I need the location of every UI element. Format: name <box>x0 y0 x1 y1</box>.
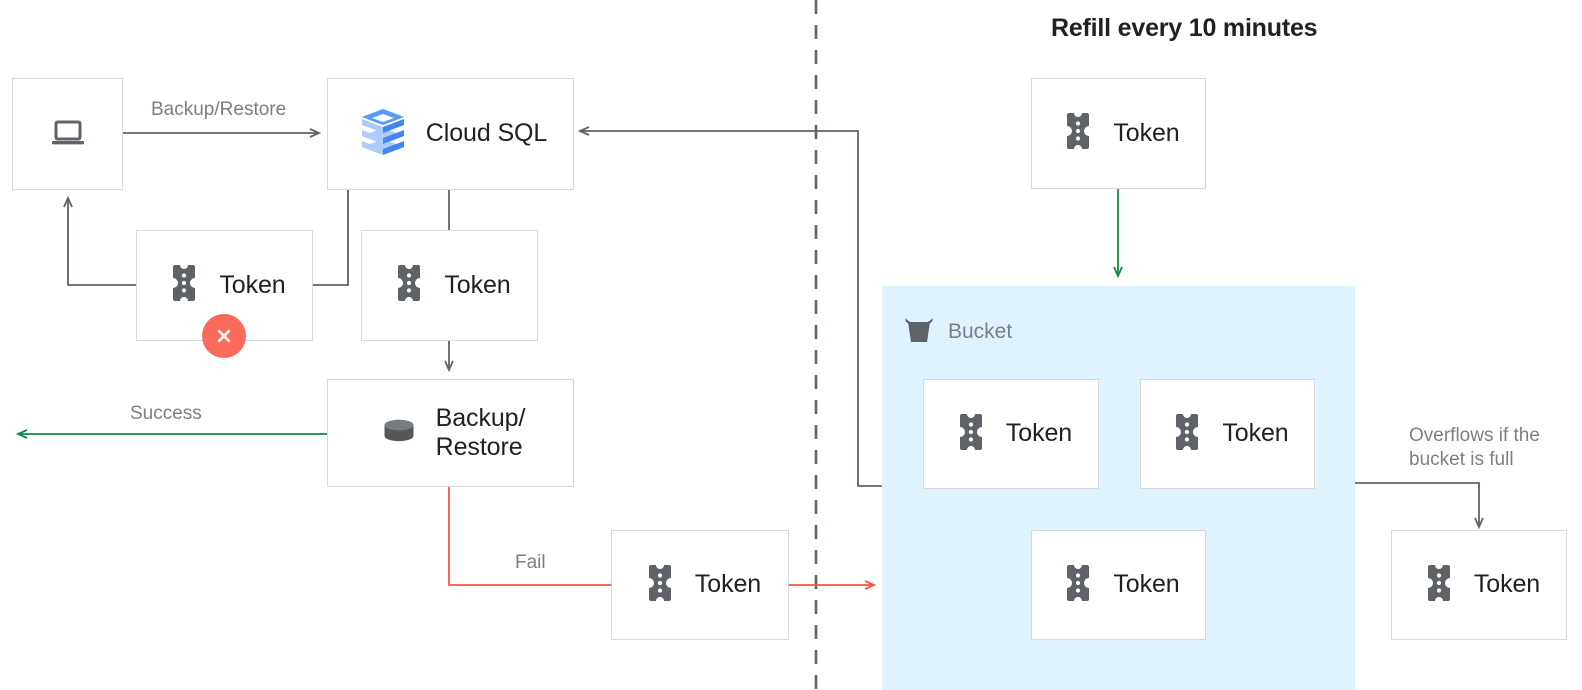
laptop-icon <box>46 110 90 159</box>
node-token-bucket-3[interactable]: Token <box>1031 530 1206 640</box>
node-label-token-refill: Token <box>1113 118 1180 147</box>
token-icon <box>950 411 992 458</box>
token-icon <box>1057 562 1099 609</box>
fail-badge <box>202 314 246 358</box>
node-label-cloud-sql: Cloud SQL <box>425 119 548 148</box>
node-backup-restore[interactable]: Backup/ Restore <box>327 379 574 487</box>
edge-label-fail: Fail <box>515 552 546 573</box>
edge-label-success: Success <box>130 403 202 424</box>
edge-cloudsql-to-token-consumed <box>313 190 349 286</box>
bucket-label: Bucket <box>948 319 1013 343</box>
node-label-token-overflow: Token <box>1473 570 1541 599</box>
node-token-bucket-1[interactable]: Token <box>923 379 1099 489</box>
node-token-overflow[interactable]: Token <box>1391 530 1567 640</box>
node-token-refill[interactable]: Token <box>1031 78 1206 189</box>
edge-bucket-overflow <box>1355 482 1479 527</box>
close-icon <box>217 329 231 343</box>
token-icon <box>639 562 681 609</box>
cloud-sql-icon <box>354 103 412 166</box>
section-title-refill: Refill every 10 minutes <box>1051 14 1318 42</box>
database-icon <box>376 408 422 459</box>
edge-label-overflow: Overflows if the bucket is full <box>1409 425 1540 471</box>
node-label-token-consumed: Token <box>219 270 286 299</box>
node-label-token-bucket-2: Token <box>1222 419 1289 448</box>
node-token-bucket-2[interactable]: Token <box>1140 379 1315 489</box>
node-label-token-bucket-3: Token <box>1113 570 1180 599</box>
node-cloud-sql[interactable]: Cloud SQL <box>327 78 574 190</box>
edge-token-consumed-to-client <box>68 198 136 286</box>
token-icon <box>1166 411 1208 458</box>
bucket-icon <box>902 312 936 351</box>
node-label-token-request: Token <box>444 270 511 299</box>
token-icon <box>163 262 205 309</box>
token-icon <box>1057 110 1099 157</box>
node-token-fail[interactable]: Token <box>611 530 789 640</box>
edge-label-backup-restore: Backup/Restore <box>151 99 287 120</box>
token-icon <box>388 262 430 309</box>
edge-bucket-to-cloudsql <box>580 131 882 487</box>
node-client[interactable] <box>12 78 123 190</box>
node-label-token-fail: Token <box>694 570 762 599</box>
node-label-backup-restore: Backup/ Restore <box>435 403 526 462</box>
node-token-request[interactable]: Token <box>361 230 538 341</box>
node-label-token-bucket-1: Token <box>1005 419 1073 448</box>
token-icon <box>1418 562 1460 609</box>
bucket-header: Bucket <box>902 312 1012 351</box>
